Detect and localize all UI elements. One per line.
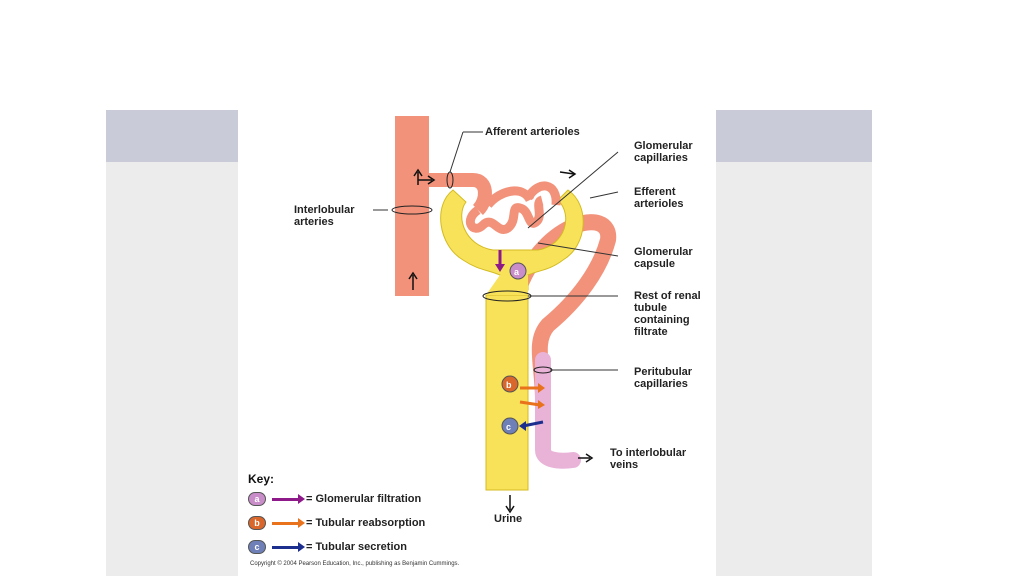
- key-arrow-secretion-icon: [272, 541, 305, 552]
- left-background-panel: [106, 110, 238, 576]
- copyright-notice: Copyright © 2004 Pearson Education, Inc.…: [250, 561, 460, 567]
- key-arrow-filtration-icon: [272, 493, 305, 504]
- marker-a: a: [514, 267, 520, 277]
- label-afferent-arterioles: Afferent arterioles: [485, 126, 580, 138]
- label-to-interlobular-veins: To interlobular veins: [610, 447, 687, 471]
- left-panel-band: [106, 110, 238, 162]
- right-panel-band: [716, 110, 872, 162]
- label-rest-of-tubule: Rest of renal tubule containing filtrate: [634, 290, 701, 338]
- key-row-filtration: a = Glomerular filtration: [248, 492, 421, 506]
- nephron-diagram: a b c: [373, 116, 619, 514]
- key-arrow-reabsorption-icon: [272, 517, 305, 528]
- label-interlobular-arteries: Interlobular arteries: [294, 204, 355, 228]
- key-text-reabsorption: = Tubular reabsorption: [306, 517, 426, 529]
- marker-b: b: [506, 380, 512, 390]
- nephron-figure: a b c Afferent arterioles Glomerular cap…: [238, 110, 716, 576]
- label-glomerular-capsule: Glomerular capsule: [634, 246, 693, 270]
- key-text-secretion: = Tubular secretion: [306, 541, 407, 553]
- label-efferent-arterioles: Efferent arterioles: [634, 186, 684, 210]
- key-badge-c: c: [248, 540, 266, 554]
- renal-tubule: [485, 294, 529, 491]
- marker-c: c: [506, 422, 511, 432]
- key-badge-b: b: [248, 516, 266, 530]
- key-text-filtration: = Glomerular filtration: [306, 493, 422, 505]
- marker-c-circle: [501, 417, 519, 435]
- label-glomerular-capillaries: Glomerular capillaries: [634, 140, 693, 164]
- key-badge-a: a: [248, 492, 266, 506]
- marker-a-circle: [509, 262, 527, 280]
- peritubular-capillary-lower: [535, 352, 581, 469]
- glomerular-capsule: [440, 189, 584, 291]
- marker-b-circle: [501, 375, 519, 393]
- key-row-secretion: c = Tubular secretion: [248, 540, 407, 554]
- label-urine: Urine: [494, 513, 523, 525]
- right-background-panel: [716, 110, 872, 576]
- label-peritubular-capillaries: Peritubular capillaries: [634, 366, 693, 390]
- key-row-reabsorption: b = Tubular reabsorption: [248, 516, 425, 530]
- afferent-arteriole: [423, 173, 492, 215]
- key-title: Key:: [248, 472, 275, 486]
